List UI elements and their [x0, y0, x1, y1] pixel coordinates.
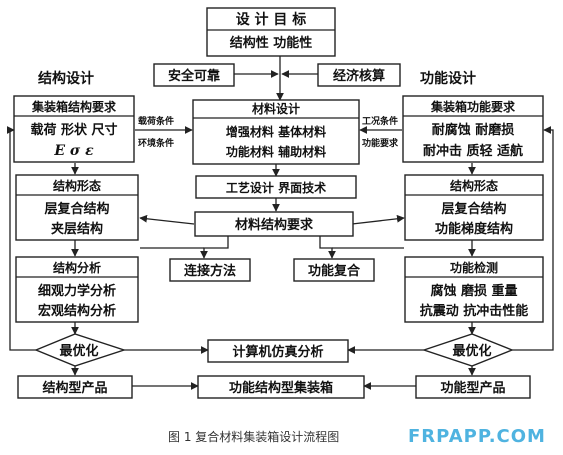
safety-label: 安全可靠	[168, 68, 220, 84]
struct-form-right-title: 结构形态	[450, 178, 498, 193]
func-struct-container-box: 功能结构型集装箱	[197, 375, 365, 399]
function-need-label: 功能要求	[362, 137, 399, 149]
struct-form-left-line1: 层复合结构	[44, 201, 109, 217]
opt-right-diamond: 最优化	[421, 333, 514, 367]
watermark-text: FRPAPP.COM	[408, 426, 546, 447]
material-struct-req-label: 材料结构要求	[235, 217, 314, 233]
load-condition-label: 载荷条件	[138, 115, 174, 127]
struct-req-box: 集装箱结构要求 载荷 形状 尺寸 E σ ε	[13, 95, 135, 163]
struct-req-line2: E σ ε	[53, 143, 94, 159]
design-goal-box: 设 计 目 标 结构性 功能性	[206, 7, 336, 57]
struct-form-left-box: 结构形态 层复合结构 夹层结构	[15, 174, 139, 241]
struct-form-right-box: 结构形态 层复合结构 功能梯度结构	[404, 174, 544, 241]
simulation-label: 计算机仿真分析	[232, 344, 323, 360]
func-test-box: 功能检测 腐蚀 磨损 重量 抗震动 抗冲击性能	[404, 256, 544, 323]
safety-box: 安全可靠	[153, 63, 235, 87]
struct-analysis-line1: 细观力学分析	[38, 283, 116, 299]
connectors	[6, 56, 554, 390]
func-struct-container-label: 功能结构型集装箱	[229, 380, 333, 396]
func-req-box: 集装箱功能要求 耐腐蚀 耐磨损 耐冲击 质轻 适航	[402, 95, 544, 163]
material-design-row1: 增强材料 基体材料	[226, 124, 326, 139]
figure-caption: 图 1 复合材料集装箱设计流程图	[168, 429, 339, 444]
work-condition-label: 工况条件	[362, 115, 398, 127]
process-design-box: 工艺设计 界面技术	[195, 175, 357, 199]
struct-form-left-title: 结构形态	[53, 178, 101, 193]
func-composite-label: 功能复合	[308, 263, 361, 279]
opt-right-label: 最优化	[452, 343, 491, 359]
struct-analysis-title: 结构分析	[53, 260, 101, 275]
material-design-title: 材料设计	[251, 101, 300, 116]
struct-product-label: 结构型产品	[42, 380, 107, 396]
func-product-label: 功能型产品	[440, 380, 505, 396]
connection-label: 连接方法	[184, 263, 236, 279]
struct-form-left-line2: 夹层结构	[51, 221, 103, 237]
design-goal-title: 设 计 目 标	[236, 11, 307, 28]
struct-req-title: 集装箱结构要求	[31, 99, 117, 114]
func-product-box: 功能型产品	[415, 375, 531, 399]
struct-analysis-line2: 宏观结构分析	[38, 303, 116, 319]
struct-form-right-line1: 层复合结构	[441, 201, 506, 217]
process-design-label: 工艺设计 界面技术	[226, 180, 326, 195]
economic-label: 经济核算	[333, 68, 385, 84]
simulation-box: 计算机仿真分析	[207, 339, 349, 363]
struct-product-box: 结构型产品	[17, 375, 133, 399]
func-req-title: 集装箱功能要求	[430, 99, 516, 114]
struct-req-line1: 载荷 形状 尺寸	[30, 122, 117, 138]
left-heading: 结构设计	[38, 70, 94, 87]
opt-left-diamond: 最优化	[34, 333, 127, 367]
opt-left-label: 最优化	[59, 343, 98, 359]
struct-analysis-box: 结构分析 细观力学分析 宏观结构分析	[15, 256, 139, 323]
func-req-line1: 耐腐蚀 耐磨损	[432, 122, 515, 138]
func-composite-box: 功能复合	[293, 258, 375, 282]
material-struct-req-box: 材料结构要求	[194, 211, 354, 237]
func-test-line1: 腐蚀 磨损 重量	[430, 283, 517, 299]
right-heading: 功能设计	[420, 70, 476, 87]
material-design-row2: 功能材料 辅助材料	[226, 144, 326, 159]
struct-form-right-line2: 功能梯度结构	[435, 221, 513, 237]
func-test-line2: 抗震动 抗冲击性能	[420, 303, 529, 319]
env-condition-label: 环境条件	[138, 137, 174, 149]
func-req-line2: 耐冲击 质轻 适航	[423, 143, 523, 159]
material-design-box: 材料设计 增强材料 基体材料 功能材料 辅助材料	[192, 99, 360, 165]
connection-box: 连接方法	[169, 258, 251, 282]
func-test-title: 功能检测	[450, 260, 498, 275]
design-goal-items: 结构性 功能性	[230, 35, 313, 51]
economic-box: 经济核算	[317, 63, 401, 87]
